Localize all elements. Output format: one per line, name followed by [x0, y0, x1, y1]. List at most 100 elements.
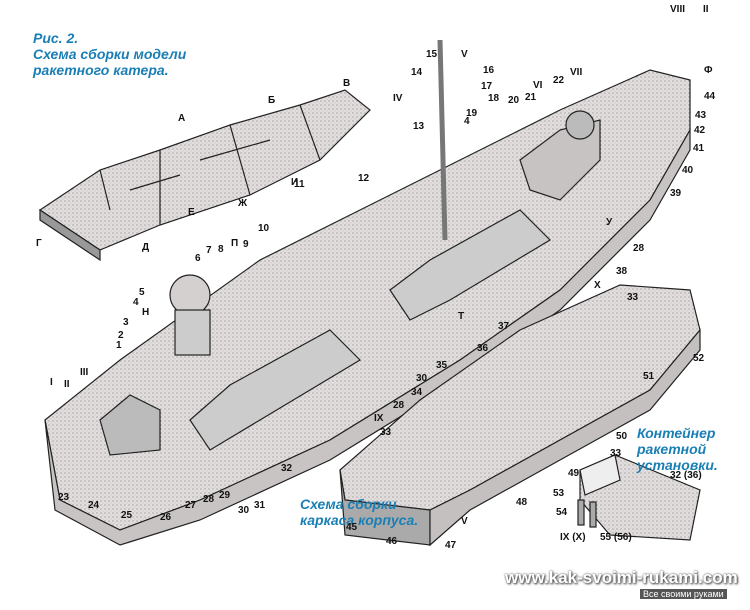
part-label: 31 — [254, 500, 266, 511]
part-label: Н — [142, 307, 150, 318]
part-label: 43 — [695, 110, 707, 121]
part-label: 42 — [694, 125, 706, 136]
part-label: В — [343, 78, 351, 89]
part-label: 18 — [488, 93, 500, 104]
part-label: Ф — [704, 65, 713, 76]
part-label: 36 — [477, 343, 489, 354]
part-label: VIII — [670, 4, 686, 15]
part-label: 54 — [556, 507, 568, 518]
part-label: 17 — [481, 81, 493, 92]
part-label: VI — [533, 80, 543, 91]
container-caption: Контейнер ракетной установки. — [637, 425, 718, 473]
part-label: 44 — [704, 91, 716, 102]
part-label: 8 — [218, 244, 224, 255]
figure-title-line2: ракетного катера. — [33, 62, 169, 78]
part-label: 20 — [508, 95, 520, 106]
watermark-tagline: Все своими руками — [640, 589, 727, 599]
part-label: 46 — [386, 536, 398, 547]
part-label: 12 — [358, 173, 370, 184]
part-label: 55 (56) — [600, 532, 632, 543]
part-label: 37 — [498, 321, 510, 332]
part-label: Т — [458, 311, 465, 322]
part-label: II — [64, 379, 70, 390]
part-label: П — [231, 238, 239, 249]
part-label: X — [594, 280, 601, 291]
frame-caption-line1: Схема сборки — [300, 496, 397, 512]
part-label: IV — [393, 93, 403, 104]
hull-frame-drawing — [339, 284, 701, 547]
part-label: 26 — [160, 512, 172, 523]
part-label: Б — [268, 95, 276, 106]
part-label: 16 — [483, 65, 495, 76]
part-label: И — [291, 177, 299, 188]
part-label: 28 — [203, 494, 215, 505]
figure-title-line1: Схема сборки модели — [33, 46, 187, 62]
part-label: 53 — [553, 488, 565, 499]
part-label: 33 — [627, 292, 639, 303]
part-label: 27 — [185, 500, 197, 511]
part-label: 24 — [88, 500, 100, 511]
part-label: Г — [36, 238, 42, 249]
container-caption-line3: установки. — [637, 457, 718, 473]
part-label: 47 — [445, 540, 457, 551]
part-label: 4 — [133, 297, 139, 308]
part-label: 48 — [516, 497, 528, 508]
part-label: 49 — [568, 468, 580, 479]
part-label: 11 — [294, 179, 305, 190]
part-label: 52 — [693, 353, 705, 364]
part-label: 32 — [281, 463, 293, 474]
part-label: 15 — [426, 49, 438, 60]
part-label: А — [178, 113, 186, 124]
part-label: 33 — [610, 448, 622, 459]
deck-frame-drawing — [38, 89, 371, 262]
part-label: Д — [142, 242, 150, 253]
part-label: У — [606, 217, 613, 228]
launcher-container-drawing — [577, 454, 701, 541]
part-label: 7 — [206, 245, 212, 256]
part-label: 2 — [118, 330, 124, 341]
part-label: 32 (36) — [670, 470, 702, 481]
part-label: 39 — [670, 188, 682, 199]
part-label: 19 — [466, 108, 478, 119]
part-label: 3 — [123, 317, 129, 328]
part-label: V — [461, 49, 468, 60]
boat-hull-drawing — [44, 39, 691, 546]
part-label: II — [703, 4, 709, 15]
part-label: V — [461, 516, 468, 527]
part-label: III — [80, 367, 89, 378]
part-label: 35 — [436, 360, 448, 371]
frame-caption-line2: каркаса корпуса. — [300, 512, 419, 528]
part-label: I — [50, 377, 53, 388]
part-label: 50 — [616, 431, 628, 442]
part-label: 21 — [525, 92, 537, 103]
container-caption-line2: ракетной — [637, 441, 707, 457]
part-label: 28 — [633, 243, 645, 254]
part-label: IX — [374, 413, 384, 424]
part-label: 9 — [243, 239, 249, 250]
part-label: 10 — [258, 223, 270, 234]
part-label: 51 — [643, 371, 655, 382]
frame-caption: Схема сборки каркаса корпуса. — [300, 496, 418, 528]
part-label: 40 — [682, 165, 694, 176]
part-label: 29 — [219, 490, 231, 501]
part-label: 14 — [411, 67, 423, 78]
part-label: 1 — [116, 340, 122, 351]
part-label: 33 — [380, 427, 392, 438]
part-label: Е — [188, 207, 195, 218]
part-label: 13 — [413, 121, 425, 132]
part-label: 5 — [139, 287, 145, 298]
part-label: 23 — [58, 492, 70, 503]
part-label: 41 — [693, 143, 705, 154]
part-label: 25 — [121, 510, 133, 521]
part-label: 30 — [416, 373, 428, 384]
figure-caption: Рис. 2. Схема сборки модели ракетного ка… — [33, 30, 186, 78]
part-label: VII — [570, 67, 583, 78]
figure-number: Рис. 2. — [33, 30, 79, 46]
part-label: 38 — [616, 266, 628, 277]
part-label: Ж — [238, 198, 248, 209]
part-label: 45 — [346, 522, 358, 533]
part-label: 6 — [195, 253, 201, 264]
part-label: 30 — [238, 505, 250, 516]
